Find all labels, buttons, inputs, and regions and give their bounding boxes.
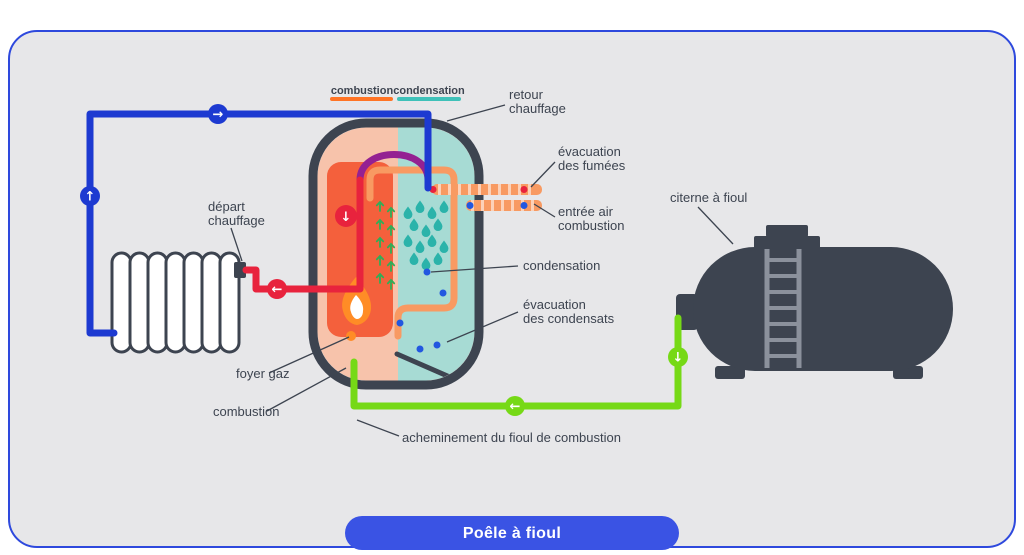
retour-flow-badge-up: ↑ bbox=[80, 186, 100, 206]
label-depart-chauffage-1: départ bbox=[208, 199, 245, 214]
arrow-left-icon: ← bbox=[272, 283, 283, 298]
fioul-flow-badge-left: ← bbox=[505, 396, 525, 416]
legend-condensation-label: condensation bbox=[393, 85, 465, 97]
radiator-coil bbox=[200, 251, 223, 354]
depart-flow-badge: ← bbox=[267, 279, 287, 299]
fuel-tank bbox=[676, 225, 953, 379]
diagram-labels: retour chauffage évacuation des fumées e… bbox=[208, 87, 747, 445]
arrow-up-icon: ↑ bbox=[85, 190, 96, 205]
label-evacuation-condensats-2: des condensats bbox=[523, 311, 615, 326]
leader-lines bbox=[230, 104, 734, 437]
label-condensation: condensation bbox=[523, 258, 600, 273]
tank-body bbox=[693, 247, 953, 371]
flue-pipe bbox=[366, 166, 458, 340]
label-depart-chauffage-2: chauffage bbox=[208, 213, 265, 228]
label-combustion: combustion bbox=[213, 404, 279, 419]
label-evacuation-fumees-1: évacuation bbox=[558, 144, 621, 159]
title-pill-background bbox=[345, 516, 679, 550]
arrow-right-icon: → bbox=[213, 108, 224, 123]
boiler-outline bbox=[308, 118, 484, 390]
label-evacuation-condensats-1: évacuation bbox=[523, 297, 586, 312]
radiator-coil bbox=[146, 251, 169, 354]
radiator-coil bbox=[128, 251, 151, 354]
pipe-depart-chauffage bbox=[242, 176, 364, 293]
retour-flow-badge-right: → bbox=[208, 104, 228, 124]
label-foyer-gaz: foyer gaz bbox=[236, 366, 289, 381]
label-citerne: citerne à fioul bbox=[670, 190, 747, 205]
label-evacuation-fumees-2: des fumées bbox=[558, 158, 626, 173]
label-acheminement: acheminement du fioul de combustion bbox=[402, 430, 621, 445]
fumes-dot bbox=[520, 186, 528, 193]
radiator-coil bbox=[218, 251, 241, 354]
tank-ladder bbox=[764, 249, 802, 368]
tank-foot bbox=[715, 366, 745, 379]
arrow-down-icon: ↓ bbox=[341, 210, 352, 225]
label-entree-air-2: combustion bbox=[558, 218, 624, 233]
label-retour-chauffage-1: retour bbox=[509, 87, 544, 102]
air-dot bbox=[520, 202, 528, 209]
radiator-coil bbox=[164, 251, 187, 354]
combustion-flow-badge: ↓ bbox=[335, 205, 357, 227]
legend-condensation-underline bbox=[397, 97, 461, 101]
label-retour-chauffage-2: chauffage bbox=[509, 101, 566, 116]
fioul-flow-badge-down: ↓ bbox=[668, 347, 688, 367]
title-pill: Poêle à fioul bbox=[345, 516, 679, 550]
arrow-left-icon: ← bbox=[510, 400, 521, 415]
legend: combustion condensation bbox=[330, 85, 465, 101]
arrow-down-icon: ↓ bbox=[673, 351, 684, 366]
page-title: Poêle à fioul bbox=[463, 525, 561, 542]
tank-cap bbox=[766, 225, 808, 237]
radiator bbox=[110, 251, 246, 354]
label-entree-air-1: entrée air bbox=[558, 204, 614, 219]
tank-cap-flange bbox=[754, 236, 820, 250]
fumes-air-pipes bbox=[429, 184, 542, 211]
air-dot bbox=[466, 202, 474, 209]
legend-combustion-label: combustion bbox=[331, 85, 394, 97]
legend-combustion-underline bbox=[330, 97, 393, 101]
radiator-inlet-nub bbox=[234, 262, 246, 278]
gas-burner-dot bbox=[346, 331, 356, 341]
pipe-retour-chauffage bbox=[86, 110, 432, 337]
condensate-dots bbox=[396, 268, 447, 353]
radiator-coil bbox=[110, 251, 133, 354]
radiator-coil bbox=[182, 251, 205, 354]
